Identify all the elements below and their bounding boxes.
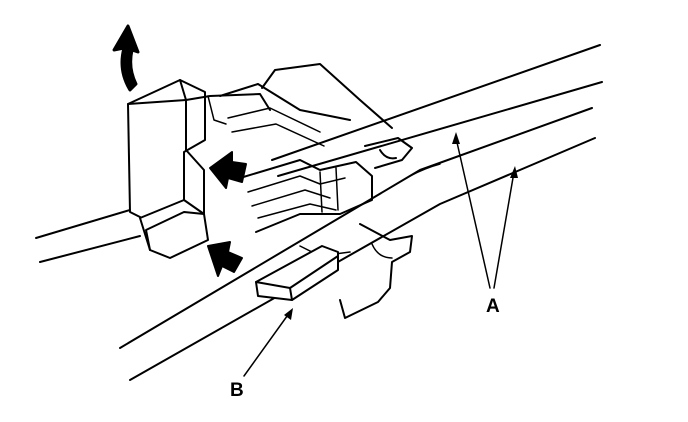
callout-label-b: B [230, 380, 244, 401]
push-arrow-icon [209, 151, 247, 189]
clip-body [219, 63, 413, 319]
release-tab [127, 79, 271, 259]
leader-lines-a [452, 132, 518, 289]
tab-b [255, 245, 339, 301]
push-arrow-icon [207, 241, 243, 277]
wiper-arm-left-section [35, 209, 141, 263]
wiper-rail-assembly [119, 44, 603, 381]
leader-line-b [243, 308, 293, 377]
callout-label-a: A [486, 296, 500, 317]
curved-up-arrow-icon [112, 24, 140, 92]
